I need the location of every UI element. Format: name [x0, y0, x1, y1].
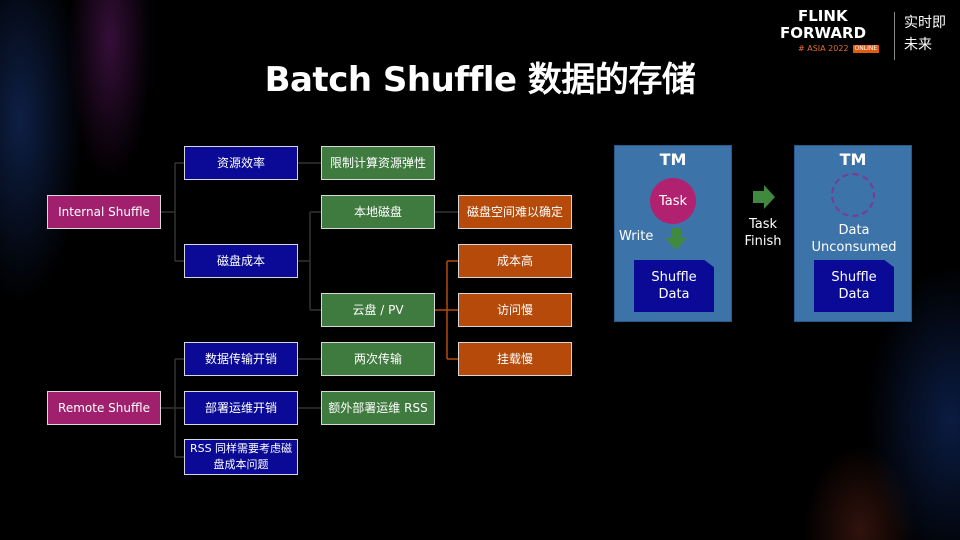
tree-node: 云盘 / PV	[321, 293, 435, 327]
task-manager-after: TM Data Unconsumed Shuffle Data	[794, 145, 912, 322]
shuffle-data-block: Shuffle Data	[814, 260, 894, 312]
logo-badge: ONLINE	[852, 45, 880, 53]
tree-node: 额外部署运维 RSS	[321, 391, 435, 425]
logo-text: FLINK	[798, 7, 848, 25]
down-arrow-icon	[665, 228, 687, 250]
write-label: Write	[619, 229, 654, 244]
logo-text: # ASIA 2022	[798, 44, 849, 53]
tree-node: 挂载慢	[458, 342, 572, 376]
tree-node: 访问慢	[458, 293, 572, 327]
tree-node: 限制计算资源弹性	[321, 146, 435, 180]
remote-shuffle-node: Remote Shuffle	[47, 391, 161, 425]
page-title: Batch Shuffle 数据的存储	[264, 60, 696, 100]
tree-node: 磁盘空间难以确定	[458, 195, 572, 229]
finished-task-circle	[831, 173, 875, 217]
right-arrow-icon	[753, 185, 775, 209]
task-label: Task	[658, 193, 688, 209]
internal-shuffle-node: Internal Shuffle	[47, 195, 161, 229]
tree-node: 数据传输开销	[184, 342, 298, 376]
tree-node: 成本高	[458, 244, 572, 278]
task-manager-before: TM Task Write Shuffle Data	[614, 145, 732, 322]
task-finish-label: Task Finish	[744, 217, 782, 249]
tree-node: RSS 同样需要考虑磁盘成本问题	[184, 439, 298, 475]
flink-forward-logo: FLINK FORWARD # ASIA 2022 ONLINE 实时即 未来	[780, 8, 950, 66]
tree-node: 磁盘成本	[184, 244, 298, 278]
tree-node: 部署运维开销	[184, 391, 298, 425]
task-circle: Task	[650, 178, 696, 224]
logo-divider	[894, 12, 895, 60]
logo-text: FORWARD	[780, 24, 867, 42]
data-unconsumed-label: Data Unconsumed	[811, 223, 897, 255]
shuffle-data-block: Shuffle Data	[634, 260, 714, 312]
logo-slogan: 实时即	[904, 15, 946, 31]
tm-label: TM	[659, 150, 687, 169]
tm-label: TM	[839, 150, 867, 169]
logo-slogan: 未来	[904, 37, 932, 53]
tree-node: 资源效率	[184, 146, 298, 180]
tree-node: 本地磁盘	[321, 195, 435, 229]
tree-node: 两次传输	[321, 342, 435, 376]
